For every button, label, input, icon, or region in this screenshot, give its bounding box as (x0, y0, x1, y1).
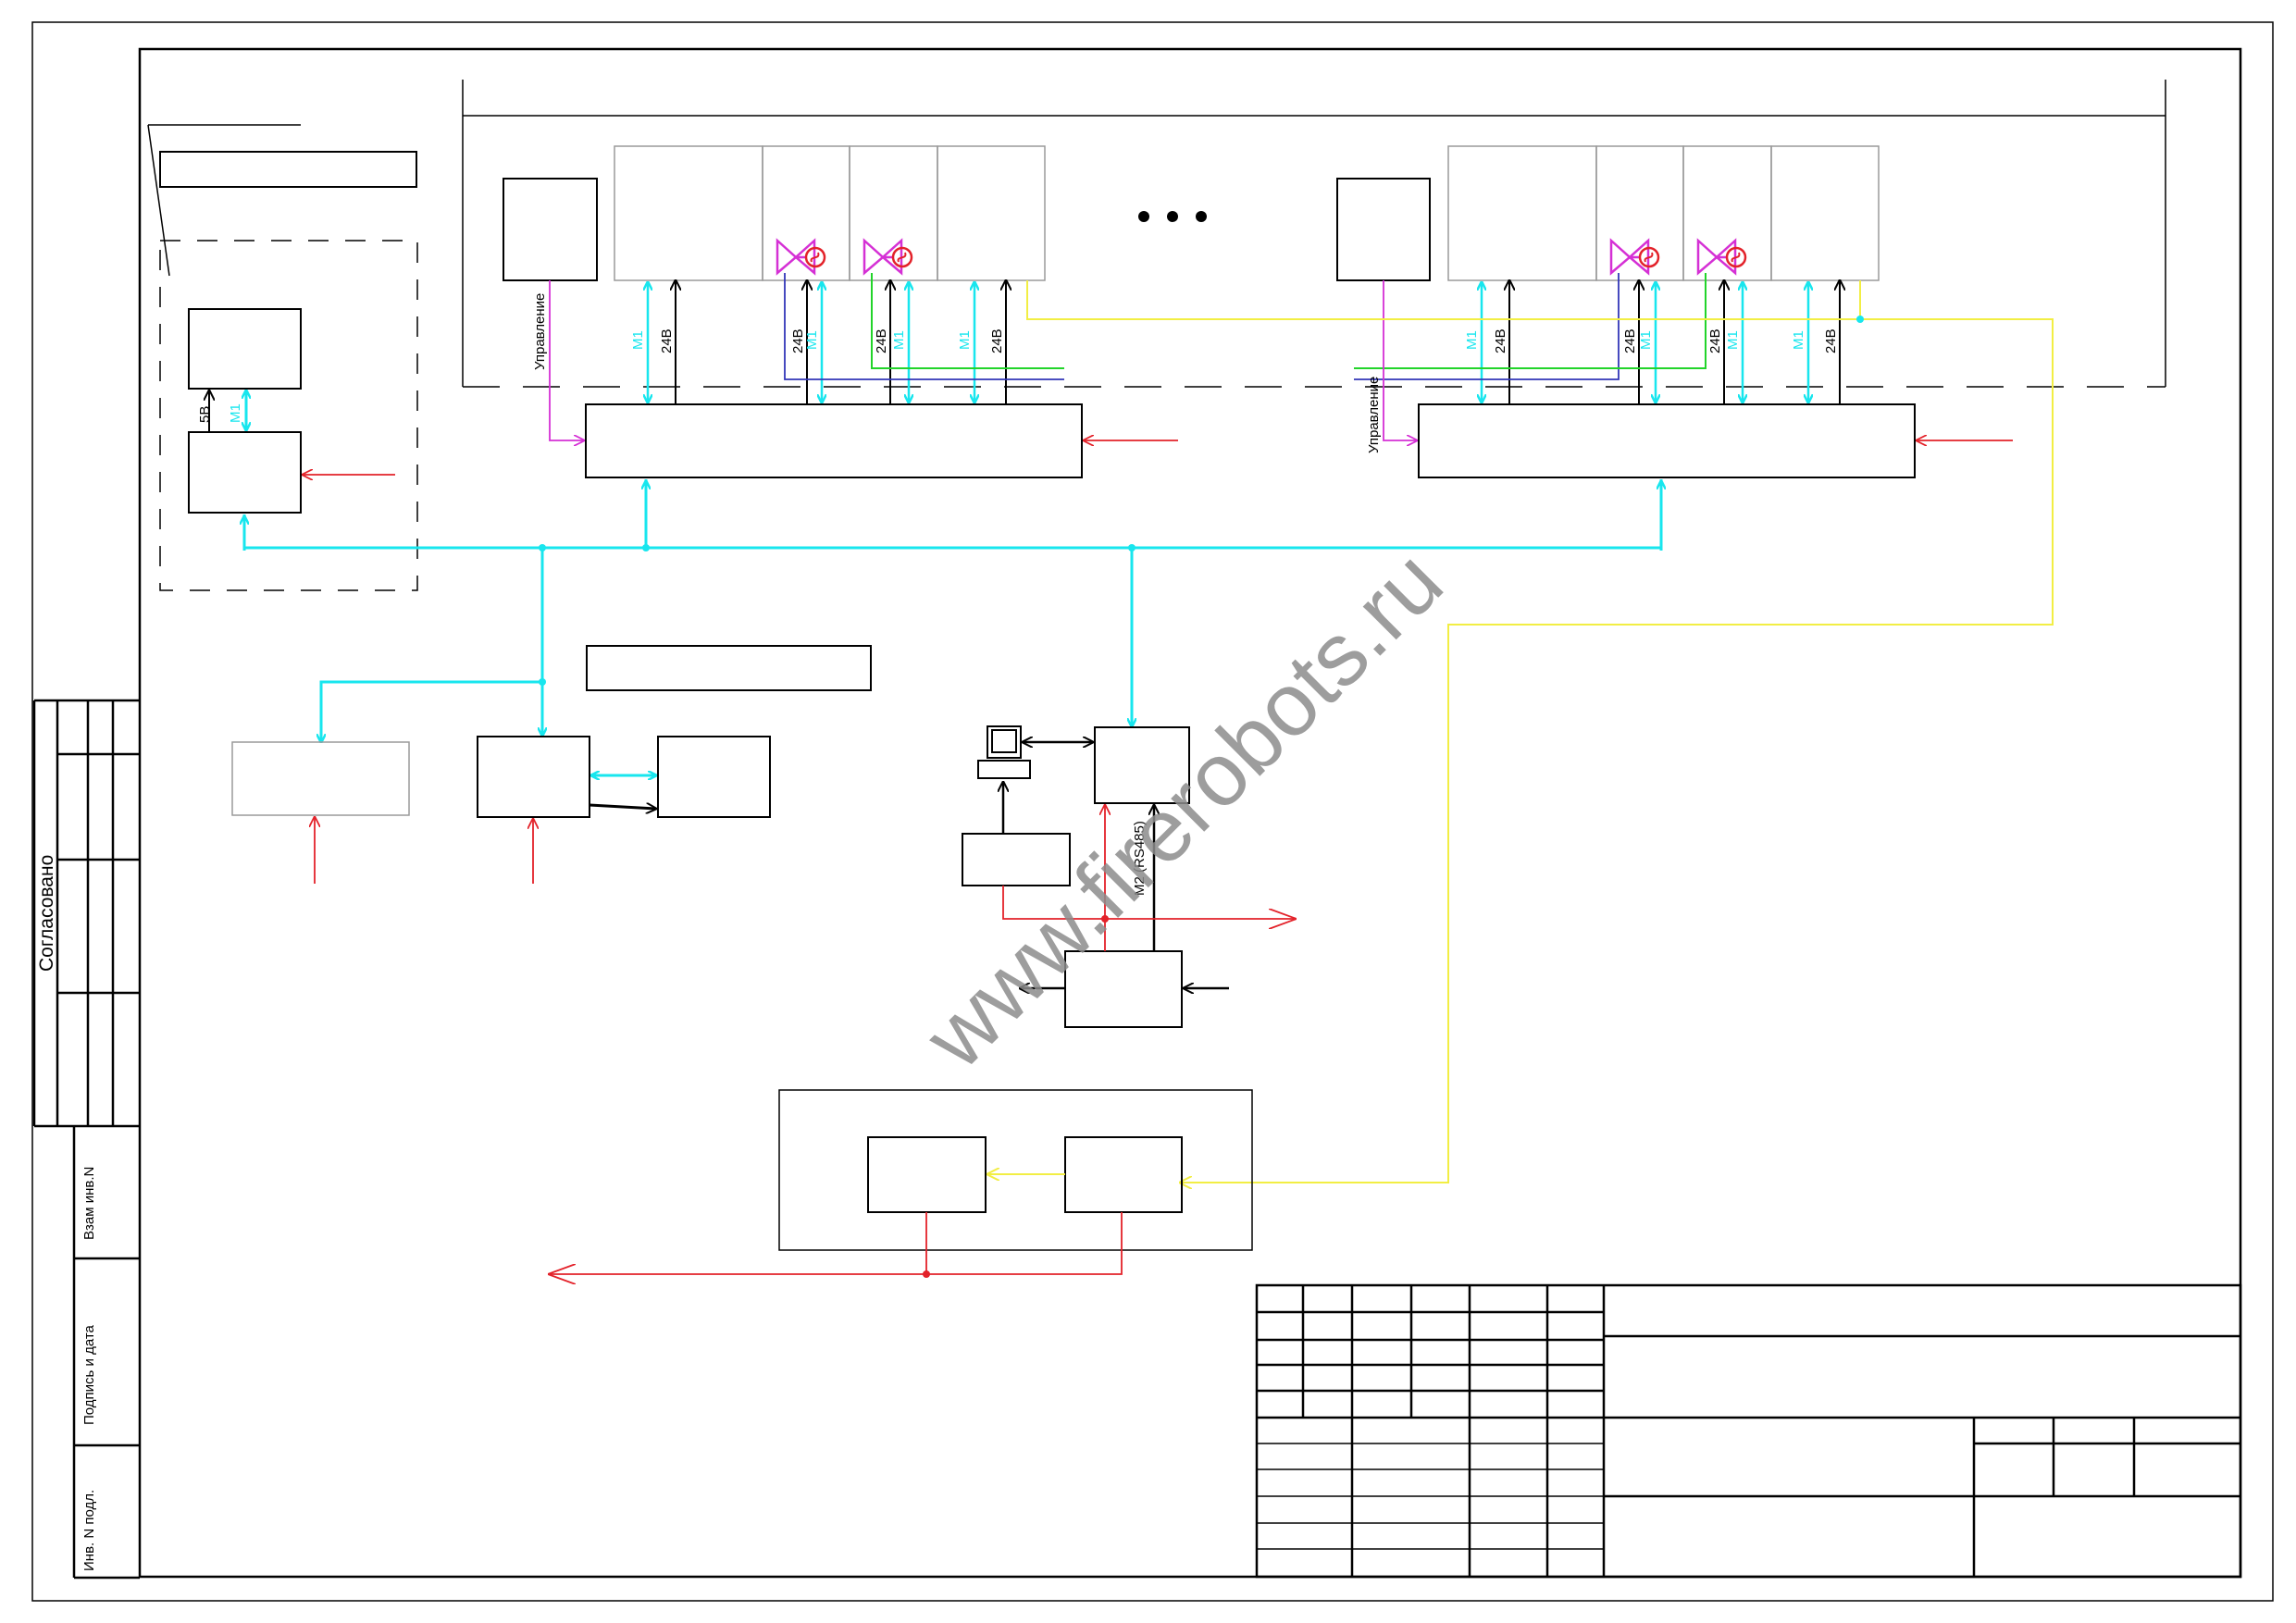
ellipsis-icon (1138, 211, 1207, 222)
section-2-control-label: Управление (1366, 377, 1382, 453)
section-2-24v-label-2: 24В (1622, 328, 1638, 353)
caption-box (586, 645, 872, 691)
yellow-junction-dot (1856, 316, 1864, 323)
section-2-m1-links (1482, 282, 1808, 403)
field-zone-top (462, 80, 2166, 388)
section-2-control-box (1336, 178, 1431, 281)
agreed-label: Согласовано (36, 855, 57, 972)
section-2-24v-label-4: 24В (1823, 328, 1839, 353)
section-1-module-4 (937, 145, 1046, 281)
motor-icon (804, 246, 826, 268)
sign-date-label: Подпись и дата (81, 1324, 97, 1425)
section-1-24v-label-3: 24В (874, 328, 889, 353)
section-1-bus-controller (585, 403, 1083, 478)
section-1-24v-label-4: 24В (989, 328, 1005, 353)
valve-icon (776, 238, 816, 276)
bus-junction-dots (539, 544, 1136, 686)
section-1-green-valve-line (871, 273, 1064, 369)
section-2-bus-controller (1418, 403, 1916, 478)
left-margin-block (32, 699, 140, 1580)
section-2: M1 24В 24В M1 24В M1 M1 24В Управление (1336, 145, 2013, 478)
valve-icon (1609, 238, 1650, 276)
yellow-signal-line (1026, 280, 2054, 1183)
bottom-power-line (549, 1212, 1123, 1274)
inner-border (138, 47, 2242, 1579)
central-controller-box (1094, 726, 1190, 804)
section-1: M1 24В 24В M1 24В M1 M1 24В Управление (503, 145, 1178, 478)
power-distribution-line (1002, 886, 1296, 919)
supply-5v-label: 5В (197, 406, 213, 423)
section-2-24v-label-1: 24В (1493, 328, 1508, 353)
field-cabinet-left (147, 124, 418, 591)
bottom-power-junction (923, 1270, 930, 1278)
motor-icon (1725, 246, 1747, 268)
power-junction-dot (1101, 915, 1109, 923)
panel-controller-box (188, 431, 302, 514)
title-block (1255, 1283, 2242, 1579)
section-2-24v-feeds (1509, 280, 1840, 404)
section-2-m1-label-1: M1 (1464, 330, 1480, 350)
motor-icon (891, 246, 913, 268)
power-supply-box (962, 833, 1071, 886)
cabinet-title-box (159, 151, 417, 188)
original-inventory-label: Инв. N подл. (81, 1490, 97, 1571)
section-1-24v-label-1: 24В (659, 328, 675, 353)
section-2-m1-label-2: M1 (1638, 330, 1654, 350)
section-2-green-valve-line (1354, 273, 1706, 369)
section-1-m1-links (648, 282, 974, 403)
section-1-24v-label-2: 24В (790, 328, 806, 353)
section-1-m1-label-1: M1 (630, 330, 646, 350)
section-1-m1-label-4: M1 (957, 330, 973, 350)
section-1-blue-valve-line (784, 273, 1064, 380)
interface-device-box (657, 736, 771, 818)
motor-icon (1638, 246, 1660, 268)
bottom-right-unit (1064, 1136, 1183, 1213)
cabinet-dashed-outline (159, 240, 418, 591)
display-unit-box (188, 308, 302, 390)
section-1-m1-label-2: M1 (804, 330, 820, 350)
section-2-blue-valve-line (1354, 273, 1620, 380)
m2-rs485-label: M2 (RS485) (1132, 821, 1148, 896)
sheet-frame (31, 21, 2274, 1602)
section-2-m1-label-4: M1 (1791, 330, 1806, 350)
section-1-24v-feeds (676, 280, 1006, 404)
converter-box (477, 736, 590, 818)
outer-border (31, 21, 2274, 1602)
converter-output-arrow (589, 805, 656, 809)
m1-trunk-bus (244, 479, 1661, 742)
valve-icon (1696, 238, 1737, 276)
section-2-control-line (1383, 280, 1417, 440)
section-1-control-box (503, 178, 598, 281)
section-2-module-1 (1447, 145, 1597, 281)
section-1-module-1 (614, 145, 763, 281)
bottom-left-unit (867, 1136, 987, 1213)
section-1-control-label: Управление (532, 293, 548, 370)
valve-icon (863, 238, 903, 276)
section-2-m1-label-3: M1 (1725, 330, 1741, 350)
section-2-module-4 (1770, 145, 1880, 281)
panel-m1-label: M1 (228, 403, 243, 423)
remote-indicator-box (231, 741, 410, 816)
bottom-enclosure (778, 1089, 1253, 1251)
watermark-text: www.firerobots.ru (905, 532, 1461, 1088)
computer-icon (977, 725, 1031, 779)
replace-inventory-label: Взам инв.N (81, 1167, 97, 1240)
section-1-control-line (549, 280, 584, 440)
section-2-24v-label-3: 24В (1707, 328, 1723, 353)
section-1-m1-label-3: M1 (891, 330, 907, 350)
